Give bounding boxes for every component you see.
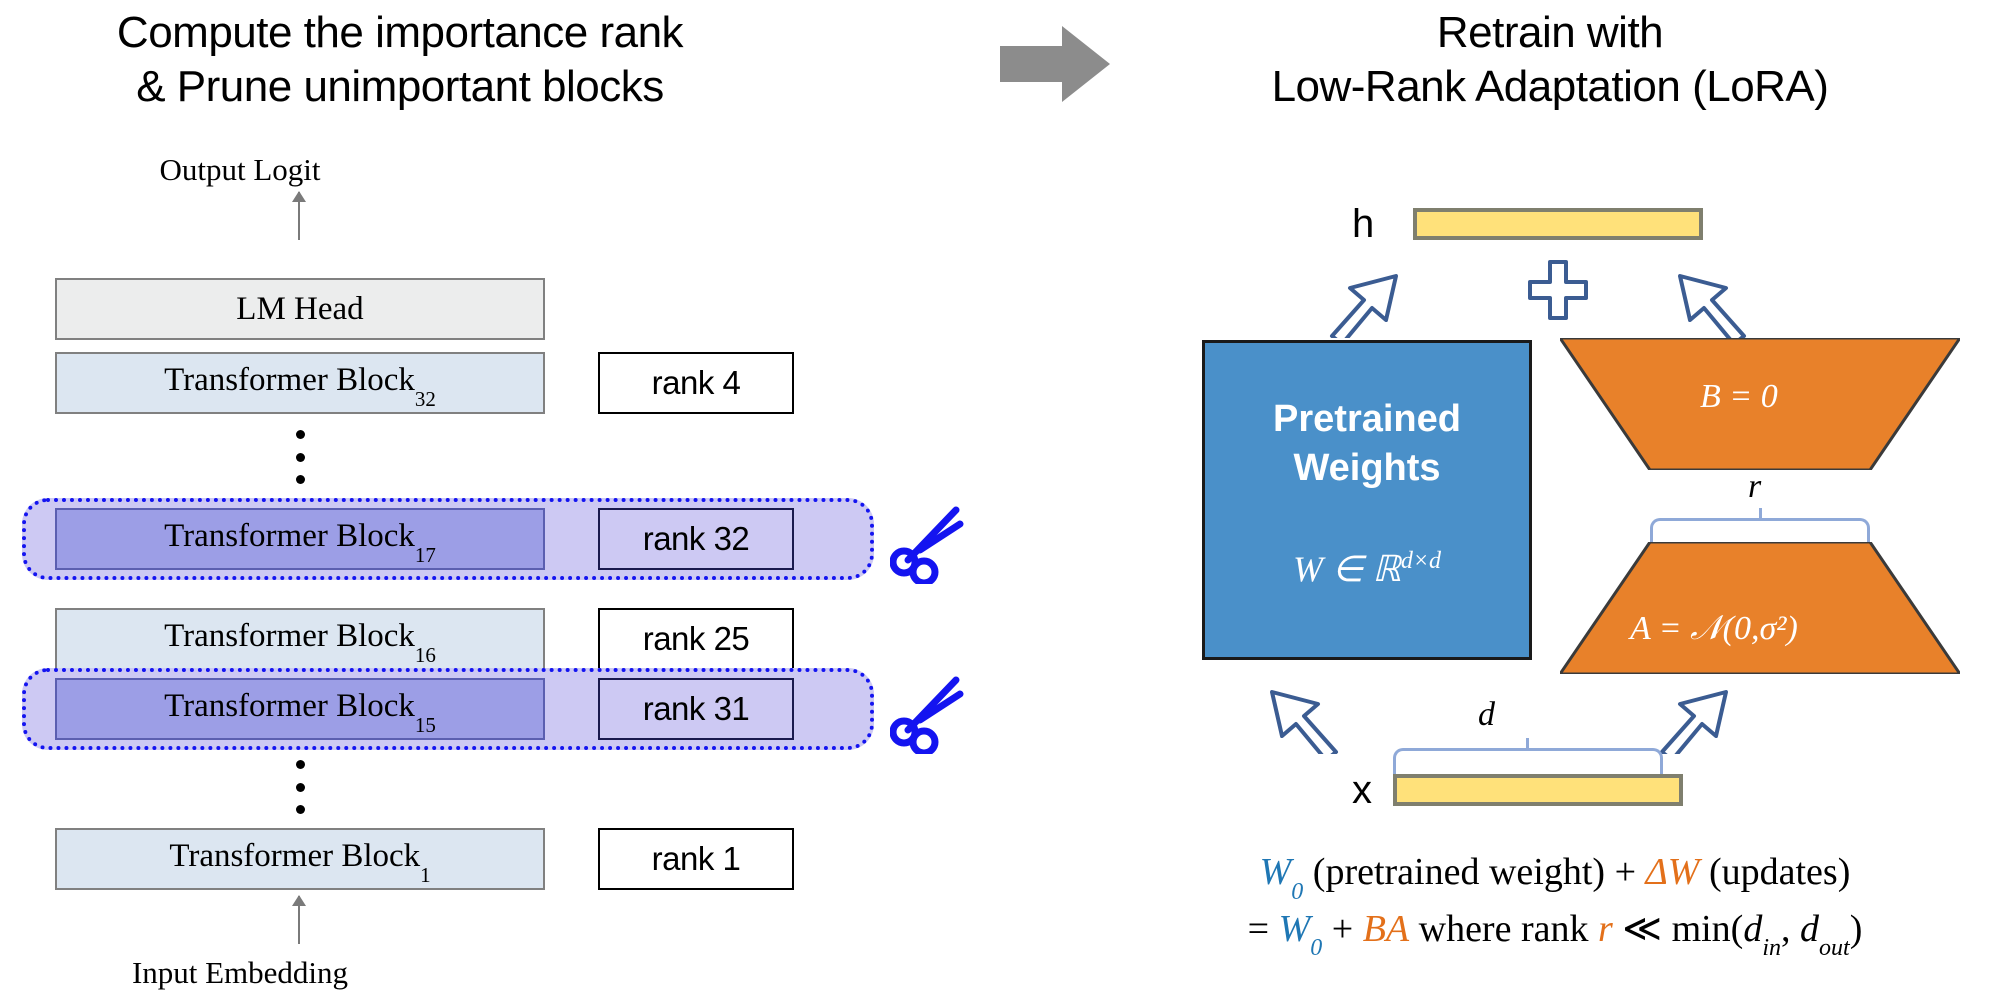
output-arrow-icon	[292, 191, 306, 240]
output-logit-label: Output Logit	[159, 152, 321, 187]
right-title-line1: Retrain with	[1436, 8, 1664, 57]
arrow-up-left-icon	[1678, 274, 1746, 338]
transformer-block-15-box: Transformer Block15	[55, 678, 545, 740]
formula-w0: W	[1259, 851, 1292, 893]
x-vector-bar	[1393, 774, 1683, 806]
dim-d-label: d	[1478, 696, 1495, 733]
rank-box-16: rank 25	[598, 608, 794, 670]
plus-icon	[1528, 260, 1588, 320]
dim-d-brace-nub	[1526, 738, 1529, 750]
pretrained-weights-box: Pretrained Weights W ∈ ℝd×d	[1202, 340, 1532, 660]
h-label: h	[1352, 202, 1375, 246]
rank-box-15: rank 31	[598, 678, 794, 740]
flow-arrow-icon	[1000, 26, 1110, 102]
pretrained-formula: W ∈ ℝd×d	[1292, 547, 1442, 589]
scissors-icon	[890, 506, 964, 584]
lora-formula: W0 (pretrained weight) + ΔW (updates) = …	[1110, 846, 2000, 962]
dim-d-brace	[1393, 748, 1663, 774]
vertical-ellipsis-bottom	[295, 760, 305, 814]
vertical-ellipsis-top	[295, 430, 305, 484]
formula-line-2: = W0 + BA where rank r ≪ min(din, dout)	[1247, 907, 1863, 962]
arrow-up-left-icon	[1270, 690, 1338, 754]
scissors-icon	[890, 676, 964, 754]
rank-box-32: rank 4	[598, 352, 794, 414]
formula-line-1: W0 (pretrained weight) + ΔW (updates)	[1259, 851, 1851, 905]
right-panel-title: Retrain with Low-Rank Adaptation (LoRA)	[1120, 6, 1980, 113]
left-title-line2: & Prune unimportant blocks	[136, 61, 664, 111]
transformer-block-32-label: Transformer Block32	[164, 362, 436, 411]
rank-r-brace-nub	[1759, 508, 1762, 520]
lora-b-label: B = 0	[1700, 378, 1778, 415]
transformer-block-17-box: Transformer Block17	[55, 508, 545, 570]
transformer-block-15-label: Transformer Block15	[164, 688, 436, 737]
transformer-block-17-label: Transformer Block17	[164, 518, 436, 567]
formula-delta-w: ΔW	[1645, 851, 1700, 893]
rank-r-brace	[1650, 518, 1870, 544]
pretrained-line2: Weights	[1293, 447, 1441, 490]
transformer-block-1-box: Transformer Block1	[55, 828, 545, 890]
lora-b-trapezoid	[1560, 338, 1960, 470]
pretrained-line1: Pretrained	[1273, 398, 1461, 440]
x-label: x	[1352, 768, 1372, 812]
left-title-line1: Compute the importance rank	[116, 8, 684, 57]
rank-r-label: r	[1748, 468, 1762, 505]
lm-head-box: LM Head	[55, 278, 545, 340]
formula-r: r	[1597, 907, 1613, 950]
lora-a-label: A = 𝒩(0,σ²)	[1630, 610, 1798, 647]
transformer-block-16-label: Transformer Block16	[164, 618, 436, 667]
input-arrow-icon	[292, 895, 306, 944]
h-vector-bar	[1413, 208, 1703, 240]
arrow-up-right-icon	[1660, 690, 1728, 754]
left-panel-title: Compute the importance rank & Prune unim…	[30, 6, 770, 113]
transformer-block-16-box: Transformer Block16	[55, 608, 545, 670]
rank-box-17: rank 32	[598, 508, 794, 570]
rank-box-1: rank 1	[598, 828, 794, 890]
transformer-block-32-box: Transformer Block32	[55, 352, 545, 414]
arrow-up-right-icon	[1330, 274, 1398, 338]
input-embedding-label: Input Embedding	[131, 955, 349, 990]
right-title-line2: Low-Rank Adaptation (LoRA)	[1271, 61, 1829, 111]
lora-a-trapezoid	[1560, 542, 1960, 674]
lm-head-label: LM Head	[236, 290, 364, 327]
formula-ba: BA	[1362, 907, 1410, 950]
transformer-block-1-label: Transformer Block1	[169, 838, 431, 887]
